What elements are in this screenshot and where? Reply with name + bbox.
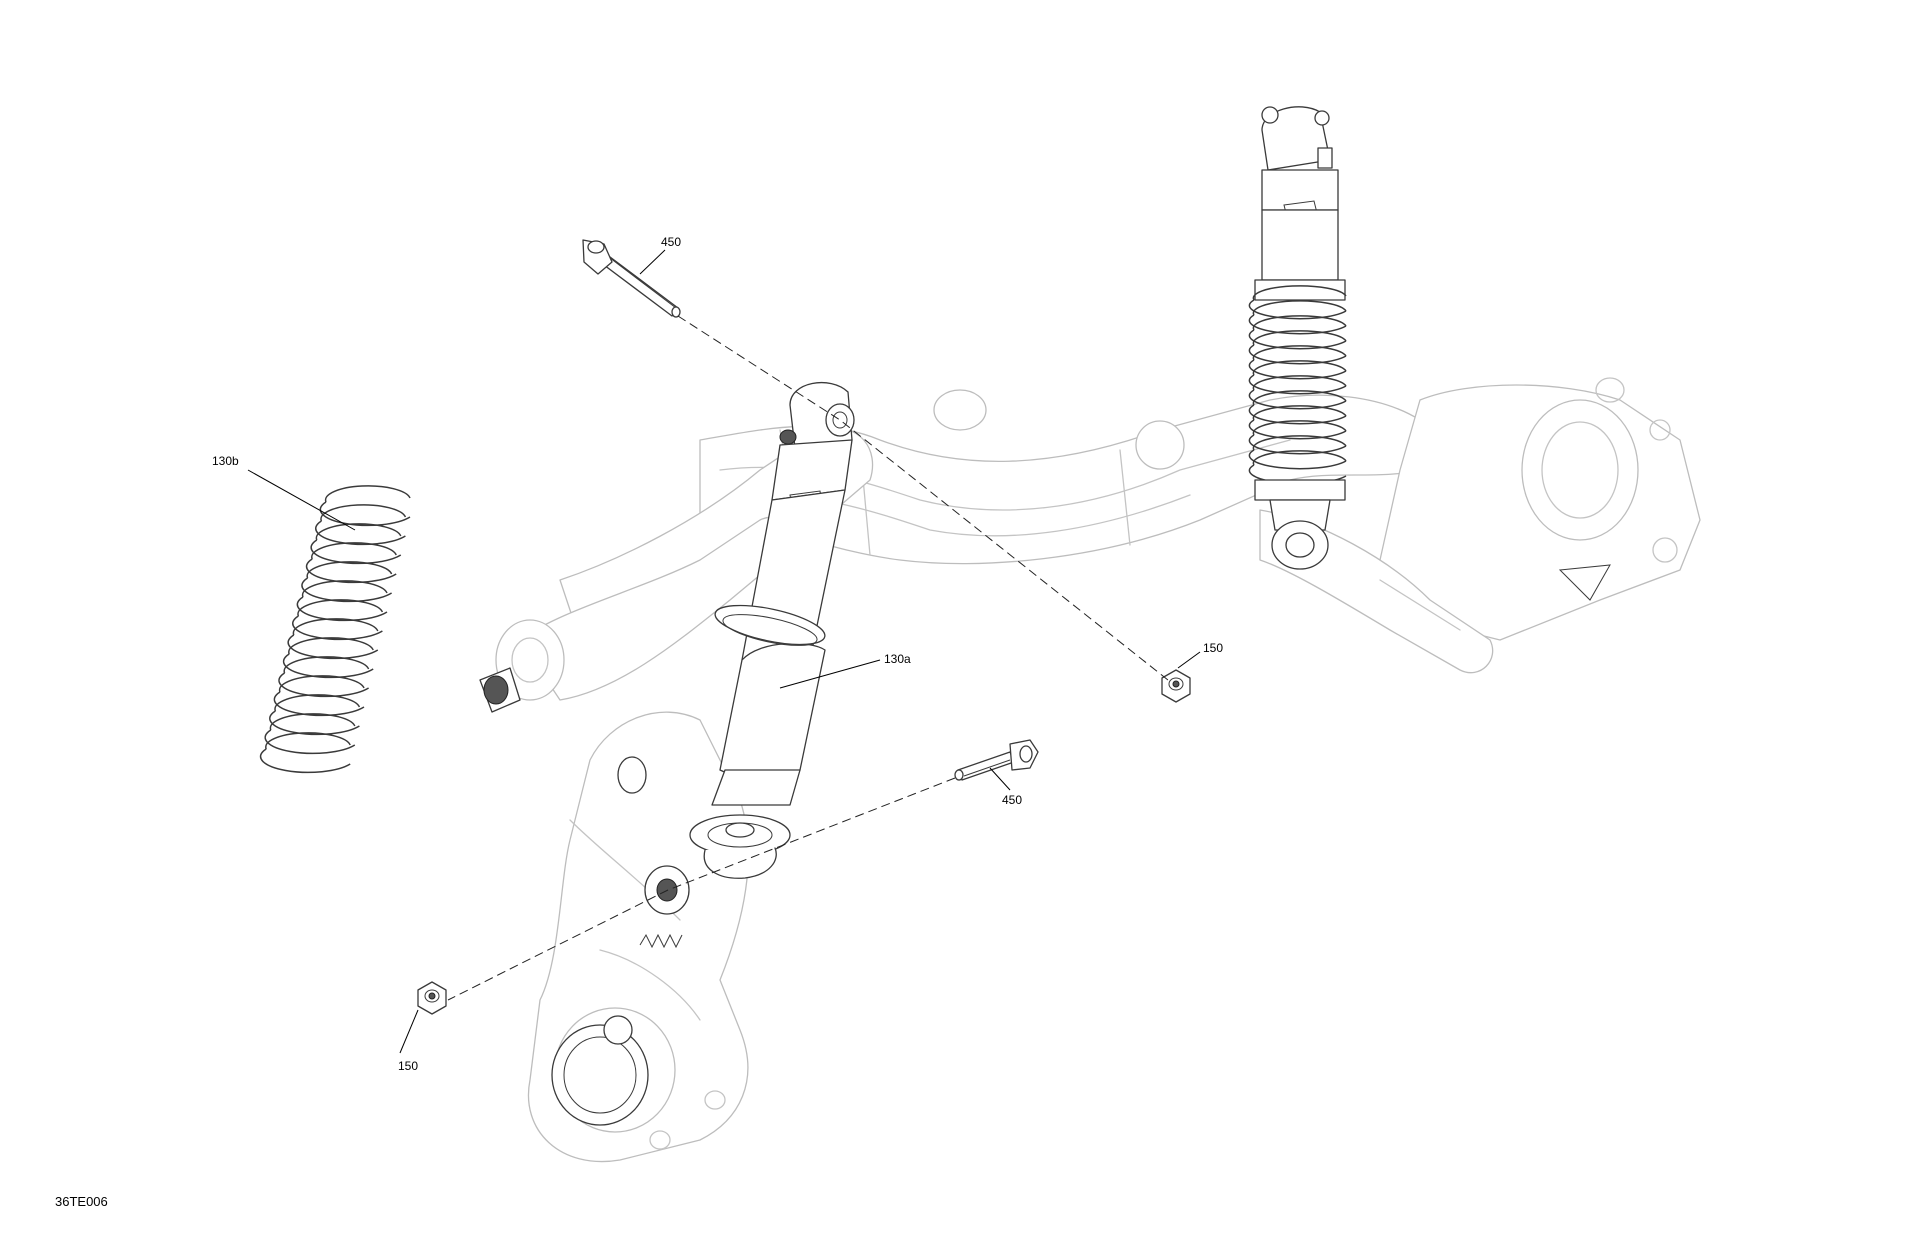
spring-coil-front bbox=[287, 634, 379, 660]
spring-coil-back bbox=[292, 618, 379, 636]
callout-bolt-450-lower: 450 bbox=[1002, 793, 1022, 807]
spring-coil-back bbox=[1252, 285, 1347, 301]
bolt-450-lower bbox=[954, 739, 1039, 781]
spring-coil-front bbox=[301, 577, 392, 603]
spring-coil-front bbox=[1248, 449, 1347, 470]
spring-coil-front bbox=[259, 748, 351, 774]
leader-lines bbox=[247, 249, 1201, 1054]
nut-150-right bbox=[1161, 669, 1191, 703]
spring-coil-back bbox=[1252, 315, 1347, 331]
spring-coil-back bbox=[288, 637, 374, 655]
spring-coil-front bbox=[292, 615, 383, 641]
spring-coil-front bbox=[269, 710, 360, 736]
assembly-centerlines bbox=[447, 315, 1169, 1001]
spring-coil-back bbox=[306, 561, 393, 579]
spring-coil-front bbox=[296, 596, 388, 622]
spring-coil-back bbox=[1252, 390, 1347, 406]
right-shock-assembly bbox=[1248, 106, 1347, 570]
spring-coil-front bbox=[305, 558, 397, 584]
right-shock-coil-spring bbox=[1248, 285, 1347, 485]
spring-coil-front bbox=[310, 539, 402, 565]
callout-shock-130a: 130a bbox=[884, 652, 911, 666]
spring-coil-back bbox=[1252, 375, 1347, 391]
shock-absorber-130a bbox=[689, 381, 855, 879]
spring-coil-back bbox=[1252, 345, 1347, 361]
spring-coil-front bbox=[278, 672, 369, 698]
spring-coil-front bbox=[264, 729, 356, 755]
spring-coil-back bbox=[324, 485, 411, 503]
spring-coil-back bbox=[1252, 420, 1347, 436]
spring-coil-back bbox=[265, 732, 351, 750]
spring-coil-front bbox=[319, 501, 411, 527]
spring-coil-back bbox=[311, 542, 397, 560]
spring-coil-front bbox=[282, 653, 374, 679]
spring-coil-back bbox=[301, 580, 388, 598]
callout-bolt-450-top: 450 bbox=[661, 235, 681, 249]
spring-coil-back bbox=[1252, 300, 1347, 316]
nut-150-lower bbox=[417, 981, 447, 1015]
callout-spring-130b: 130b bbox=[212, 454, 239, 468]
spring-coil-back bbox=[297, 599, 384, 617]
figure-id: 36TE006 bbox=[55, 1194, 108, 1209]
spring-coil-back bbox=[274, 694, 361, 712]
coil-spring-130b bbox=[259, 485, 411, 774]
callout-nut-150-lower: 150 bbox=[398, 1059, 418, 1073]
bolt-450-top bbox=[582, 239, 681, 318]
spring-coil-back bbox=[1252, 405, 1347, 421]
spring-coil-back bbox=[1252, 450, 1347, 466]
spring-coil-back bbox=[1252, 435, 1347, 451]
spring-coil-back bbox=[269, 713, 356, 731]
spring-coil-back bbox=[315, 523, 402, 541]
spring-coil-back bbox=[320, 504, 407, 522]
spring-coil-back bbox=[278, 675, 365, 693]
spring-coil-back bbox=[1252, 330, 1347, 346]
suspension-frame-ghost bbox=[479, 377, 1701, 1163]
spring-coil-back bbox=[1252, 360, 1347, 376]
spring-coil-front bbox=[273, 691, 365, 717]
spring-coil-back bbox=[283, 656, 370, 674]
callout-nut-150-right: 150 bbox=[1203, 641, 1223, 655]
spring-coil-front bbox=[315, 520, 406, 546]
